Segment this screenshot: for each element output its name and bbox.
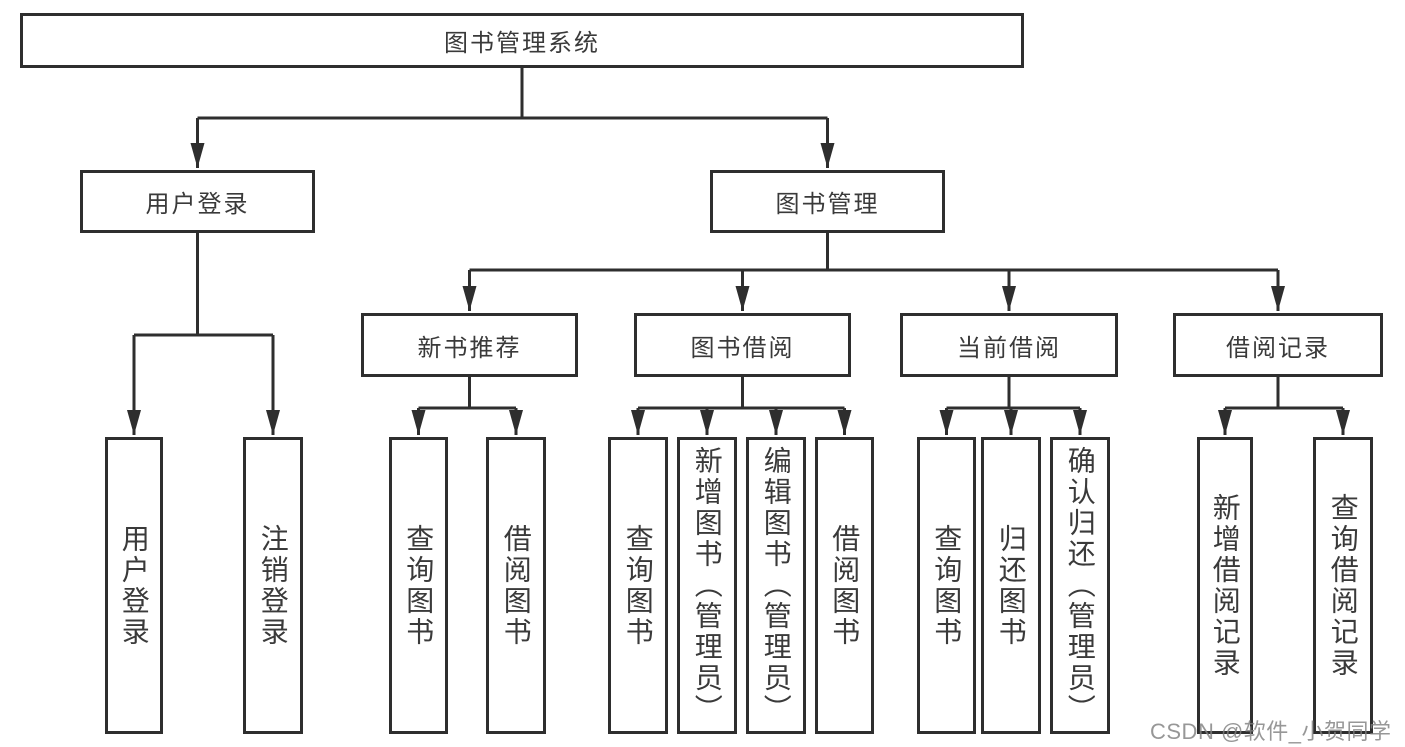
leaf-label: 查询图书 bbox=[622, 523, 654, 648]
leaf-label: 查询图书 bbox=[403, 523, 435, 648]
leaf-edit-books-admin: 编辑图书（管理员） bbox=[746, 437, 806, 734]
leaf-confirm-return-admin: 确认归还（管理员） bbox=[1050, 437, 1110, 734]
node-new-book-recommend: 新书推荐 bbox=[361, 313, 578, 377]
leaf-query-books: 查询图书 bbox=[389, 437, 448, 734]
leaf-label: 注销登录 bbox=[257, 523, 289, 648]
leaf-add-borrow-record: 新增借阅记录 bbox=[1197, 437, 1253, 734]
leaf-label: 编辑图书（管理员） bbox=[760, 446, 792, 725]
leaf-label: 新增借阅记录 bbox=[1209, 492, 1241, 679]
node-label: 用户登录 bbox=[145, 191, 250, 218]
leaf-query-borrow-record: 查询借阅记录 bbox=[1313, 437, 1373, 734]
node-book-borrow: 图书借阅 bbox=[634, 313, 851, 377]
node-borrow-record: 借阅记录 bbox=[1173, 313, 1383, 377]
node-label: 借阅记录 bbox=[1226, 334, 1330, 362]
csdn-watermark: CSDN @软件_小贺同学 bbox=[1150, 719, 1392, 744]
node-user-login: 用户登录 bbox=[80, 170, 315, 233]
leaf-add-books-admin: 新增图书（管理员） bbox=[677, 437, 737, 734]
node-label: 新书推荐 bbox=[417, 334, 522, 362]
leaf-query-books: 查询图书 bbox=[608, 437, 668, 734]
leaf-label: 归还图书 bbox=[995, 523, 1027, 648]
leaf-label: 借阅图书 bbox=[829, 523, 861, 648]
leaf-query-books: 查询图书 bbox=[917, 437, 976, 734]
node-label: 图书管理系统 bbox=[444, 30, 600, 57]
leaf-label: 确认归还（管理员） bbox=[1064, 446, 1096, 725]
leaf-logout: 注销登录 bbox=[243, 437, 303, 734]
leaf-label: 查询借阅记录 bbox=[1327, 492, 1359, 679]
leaf-label: 查询图书 bbox=[931, 523, 963, 648]
leaf-label: 用户登录 bbox=[118, 523, 150, 648]
node-current-borrow: 当前借阅 bbox=[900, 313, 1118, 377]
leaf-user-login: 用户登录 bbox=[105, 437, 163, 734]
node-label: 图书借阅 bbox=[690, 334, 795, 362]
leaf-return-books: 归还图书 bbox=[981, 437, 1041, 734]
node-book-management: 图书管理 bbox=[710, 170, 945, 233]
leaf-label: 新增图书（管理员） bbox=[691, 446, 723, 725]
leaf-borrow-books: 借阅图书 bbox=[486, 437, 546, 734]
leaf-borrow-books: 借阅图书 bbox=[815, 437, 874, 734]
node-label: 图书管理 bbox=[775, 191, 880, 218]
node-library-management-system: 图书管理系统 bbox=[20, 13, 1024, 68]
node-label: 当前借阅 bbox=[957, 334, 1061, 362]
leaf-label: 借阅图书 bbox=[500, 523, 532, 648]
